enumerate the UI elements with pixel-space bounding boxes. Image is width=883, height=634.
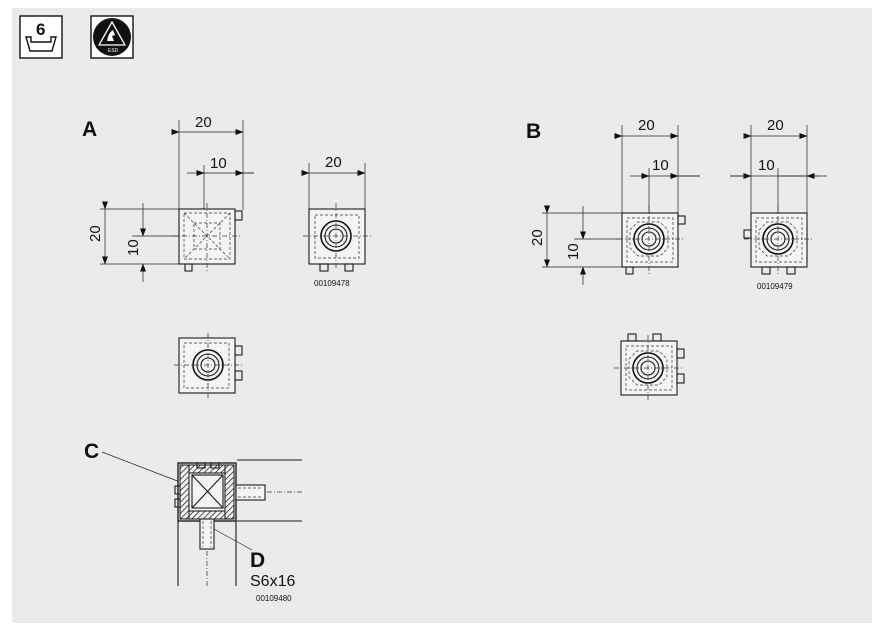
drawing-page: 6 ESD A 20 10 20 10 [12, 8, 872, 623]
esd-warning-icon: ESD [90, 15, 134, 59]
dim-b-half: 10 [652, 157, 669, 174]
screw-spec: S6x16 [250, 573, 295, 590]
esd-text: ESD [108, 48, 119, 54]
part-number-c: 00109480 [256, 594, 292, 603]
packaging-quantity: 6 [36, 20, 45, 39]
view-b-side: 20 10 00109479 [730, 117, 827, 291]
view-c-assembly [101, 451, 302, 586]
dim-a-half: 10 [210, 155, 227, 172]
dim-b-width: 20 [638, 117, 655, 134]
view-label-b: B [526, 120, 541, 143]
view-a-bottom [174, 333, 243, 398]
dim-a-width: 20 [195, 114, 212, 131]
part-number-b: 00109479 [757, 282, 793, 291]
part-number-a: 00109478 [314, 279, 350, 288]
technical-drawing: 6 ESD A 20 10 20 10 [19, 15, 827, 603]
view-label-d: D [250, 549, 265, 572]
dim-a-side-width: 20 [325, 154, 342, 171]
view-b-front: 20 10 20 10 [529, 117, 700, 285]
dim-b-height-half: 10 [565, 243, 582, 260]
dim-b-side-half: 10 [758, 157, 775, 174]
view-a-side: 20 00109478 [301, 154, 371, 288]
view-label-a: A [82, 118, 97, 141]
dim-a-height: 20 [87, 225, 104, 242]
view-b-bottom [614, 333, 685, 402]
dim-b-side-width: 20 [767, 117, 784, 134]
tray-icon: 6 [19, 15, 63, 59]
view-a-front: 20 10 20 10 [87, 114, 254, 282]
dim-a-height-half: 10 [125, 239, 142, 256]
dim-b-height: 20 [529, 229, 546, 246]
view-label-c: C [84, 440, 99, 463]
